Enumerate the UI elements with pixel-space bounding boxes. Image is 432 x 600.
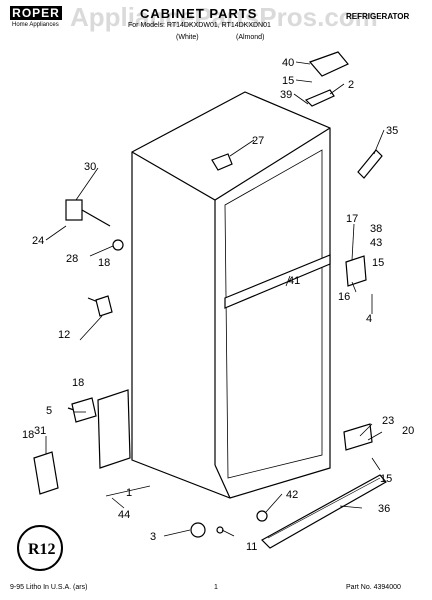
callout-number: 23	[382, 415, 394, 427]
brand-logo: ROPER Home Appliances	[10, 6, 70, 32]
callout-number: 42	[286, 489, 298, 501]
leveler-part	[190, 522, 206, 538]
category-label: REFRIGERATOR	[346, 12, 410, 21]
callout-number: 24	[32, 235, 44, 247]
washer-part	[112, 239, 124, 251]
screw-11	[216, 526, 224, 534]
finish-almond: (Almond)	[236, 34, 265, 41]
callout-number: 28	[66, 253, 78, 265]
callout-number: 18	[22, 429, 34, 441]
footer-litho: 9-95 Litho In U.S.A. (ars)	[10, 584, 88, 591]
divider-bar	[224, 254, 331, 309]
watermark: AppliancePartsPros.com	[70, 2, 378, 32]
callout-number: 44	[118, 509, 130, 521]
foot-cover	[33, 451, 59, 495]
top-hinge-cover	[308, 51, 349, 77]
r12-badge	[17, 525, 63, 571]
side-plate	[97, 389, 131, 469]
callout-number: 17	[346, 213, 358, 225]
callout-number: 43	[370, 237, 382, 249]
callout-number: 15	[372, 257, 384, 269]
callout-number: 30	[84, 161, 96, 173]
callout-number: 35	[386, 125, 398, 137]
callout-number: 38	[370, 223, 382, 235]
callout-number: 15	[282, 75, 294, 87]
models-line: For Models: RT14DKXDW01, RT14DKXDN01	[128, 22, 271, 29]
callout-number: 41	[288, 275, 300, 287]
callout-number: 2	[348, 79, 354, 91]
callout-number: 31	[34, 425, 46, 437]
callout-number: 3	[150, 531, 156, 543]
callout-number: 1	[126, 487, 132, 499]
callout-number: 36	[378, 503, 390, 515]
callout-number: 16	[338, 291, 350, 303]
bracket-12	[95, 295, 113, 317]
cabinet-opening	[224, 149, 323, 479]
callout-number: 18	[72, 377, 84, 389]
top-hinge	[304, 89, 335, 107]
spacer-part	[256, 510, 268, 522]
callout-number: 15	[380, 473, 392, 485]
callout-number: 12	[58, 329, 70, 341]
callout-number: 27	[252, 135, 264, 147]
clip-part	[357, 149, 383, 179]
bracket-5	[71, 397, 97, 423]
callout-number: 39	[280, 89, 292, 101]
brand-name: ROPER	[10, 6, 62, 20]
r12-text: R12	[28, 541, 56, 558]
finish-white: (White)	[176, 34, 199, 41]
callout-number: 5	[46, 405, 52, 417]
bottom-grille	[261, 474, 387, 549]
brand-subtitle: Home Appliances	[12, 22, 59, 28]
handle-part	[65, 199, 83, 221]
cabinet-outline	[131, 91, 331, 499]
callout-number: 18	[98, 257, 110, 269]
footer-part-no: Part No. 4394000	[346, 584, 401, 591]
plug-part	[211, 153, 233, 171]
callout-number: 40	[282, 57, 294, 69]
page-title: CABINET PARTS	[140, 6, 258, 21]
footer-page: 1	[214, 584, 218, 591]
center-hinge	[345, 255, 367, 287]
callout-number: 4	[366, 313, 372, 325]
handle-screw	[81, 209, 111, 227]
callout-number: 20	[402, 425, 414, 437]
callout-number: 11	[246, 541, 257, 553]
